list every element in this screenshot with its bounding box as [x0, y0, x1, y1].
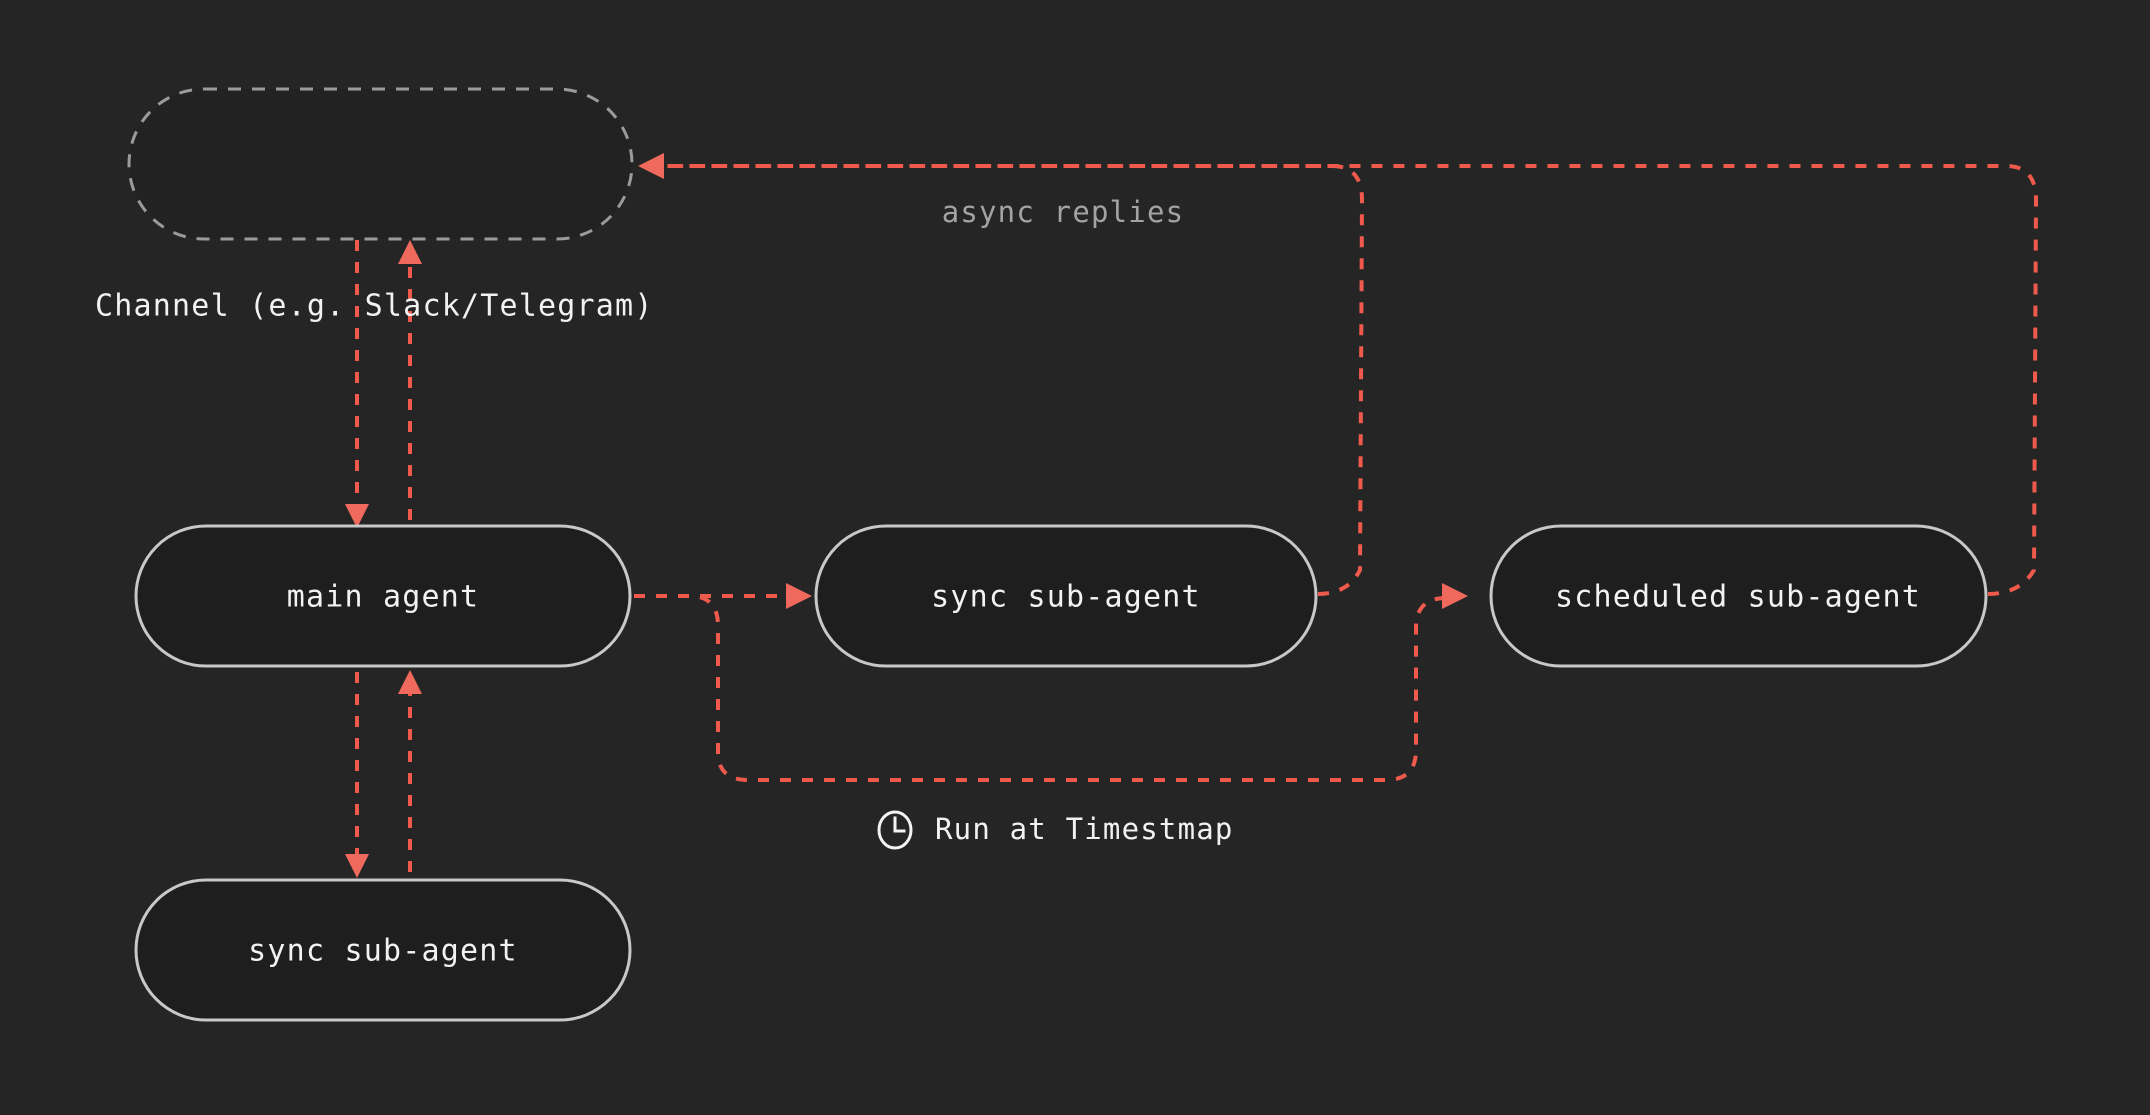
node-scheduled-sub-agent[interactable]: scheduled sub-agent — [1489, 524, 1988, 668]
node-main-agent-label: main agent — [287, 580, 480, 615]
arrowhead-right-sync-sub-agent — [786, 583, 812, 609]
node-sync-sub-agent-bottom-shape[interactable] — [134, 878, 632, 1022]
node-channel[interactable] — [127, 87, 634, 241]
node-channel-shape[interactable] — [127, 87, 634, 241]
arrowhead-right-scheduled-sub-agent — [1442, 583, 1468, 609]
run-at-timestamp-group: Run at Timestmap — [877, 810, 1234, 850]
node-sync-sub-agent-label: sync sub-agent — [931, 580, 1201, 615]
edge-line-async-scheduled — [664, 164, 2039, 596]
node-sync-sub-agent-shape[interactable] — [814, 524, 1318, 668]
node-main-agent-shape[interactable] — [134, 524, 632, 668]
edge-sync-sub-agent-to-channel — [664, 164, 1365, 596]
arrowhead-down-sync-bottom — [345, 854, 369, 878]
node-sync-sub-agent-bottom-label: sync sub-agent — [248, 934, 518, 969]
arrowhead-down-main-agent — [345, 504, 369, 528]
edge-main-agent-to-channel — [398, 240, 422, 520]
edge-channel-to-main-agent — [345, 240, 369, 528]
node-main-agent[interactable]: main agent — [134, 524, 632, 668]
node-sync-sub-agent[interactable]: sync sub-agent — [814, 524, 1318, 668]
arrowhead-up-channel — [398, 240, 422, 264]
edge-line-async-sync — [664, 164, 1365, 596]
arrowhead-left-channel — [638, 153, 664, 179]
edge-sync-sub-agent-bottom-to-main-agent — [398, 670, 422, 872]
async-replies-label: async replies — [942, 195, 1185, 229]
edge-main-agent-to-scheduled-sub-agent — [634, 583, 1468, 782]
edge-main-agent-to-sync-sub-agent-bottom — [345, 672, 369, 878]
node-sync-sub-agent-bottom[interactable]: sync sub-agent — [134, 878, 632, 1022]
channel-caption: Channel (e.g. Slack/Telegram) — [95, 289, 654, 324]
edge-scheduled-sub-agent-to-channel — [638, 153, 2039, 596]
node-scheduled-sub-agent-shape[interactable] — [1489, 524, 1988, 668]
node-scheduled-sub-agent-label: scheduled sub-agent — [1555, 580, 1921, 615]
arrowhead-up-main-agent — [398, 670, 422, 694]
run-at-timestamp-label: Run at Timestmap — [935, 812, 1234, 846]
clock-icon — [877, 810, 913, 850]
